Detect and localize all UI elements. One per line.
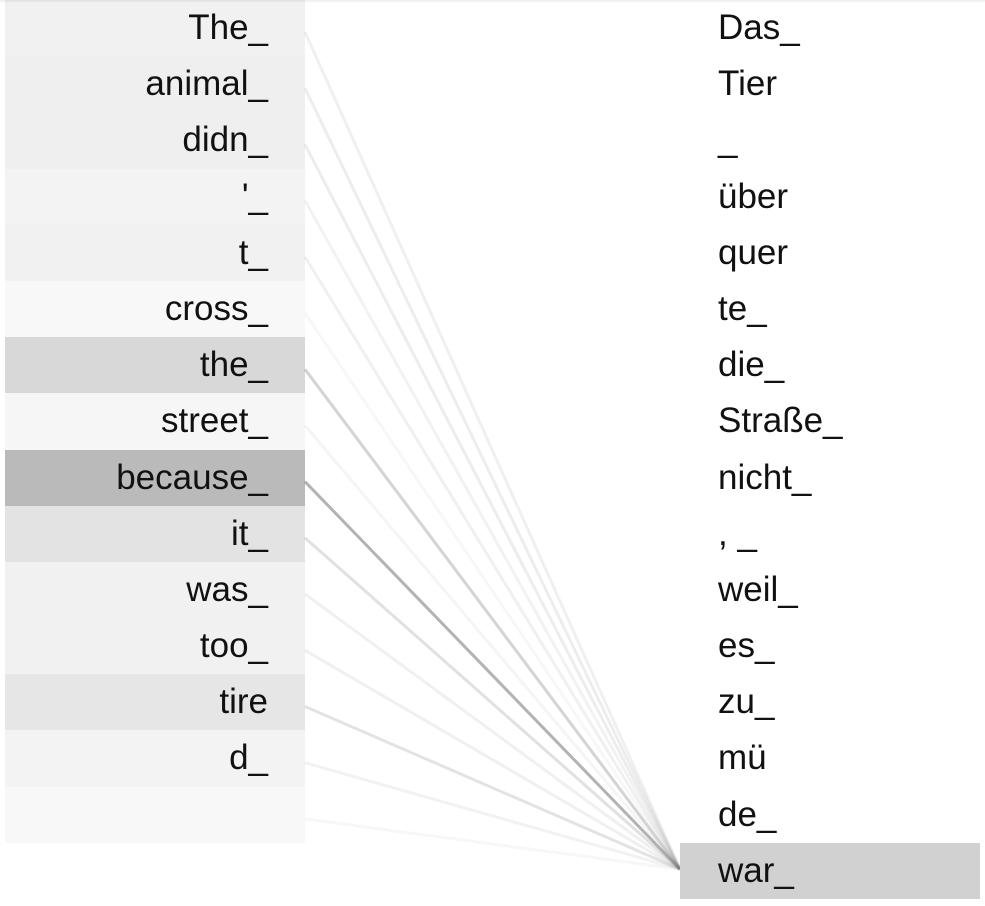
source-token[interactable]: d_ [5,730,305,787]
target-token-selected[interactable]: war_ [680,842,980,899]
attention-link [304,761,681,871]
source-token[interactable]: was_ [5,561,305,619]
top-divider [0,0,985,3]
attention-link [304,649,681,871]
attention-link [303,480,682,871]
source-token[interactable] [5,786,305,843]
target-token[interactable]: , _ [718,513,757,553]
target-token[interactable]: es_ [718,626,775,666]
attention-link [303,368,682,871]
attention-link [304,536,681,871]
attention-link [304,817,681,871]
source-token[interactable]: tire [5,674,305,731]
source-token[interactable]: street_ [5,393,305,450]
attention-link [304,592,681,871]
attention-link [303,143,682,870]
target-token[interactable]: Straße_ [718,401,843,441]
attention-link [304,705,681,871]
target-token[interactable]: mü [718,738,767,778]
target-token[interactable]: weil_ [718,569,798,609]
target-token[interactable]: _ [718,120,738,160]
source-token[interactable]: t_ [5,224,305,281]
attention-link [303,256,682,870]
target-token-column: Das_ Tier _ über quer te_ die_ Straße_ nicht_ , _… [680,0,980,899]
source-token-column: The_animal_didn_'_t_cross_the_street_bec… [5,0,305,843]
target-token[interactable]: te_ [718,288,767,328]
target-token[interactable]: zu_ [718,682,775,722]
source-token[interactable]: because_ [5,449,305,506]
attention-link [303,199,682,870]
source-token[interactable]: it_ [5,505,305,562]
source-token[interactable]: didn_ [5,112,305,169]
source-token[interactable]: cross_ [5,280,305,338]
source-token[interactable]: animal_ [5,56,305,113]
attention-link [303,31,682,870]
attention-link [303,87,682,870]
target-token[interactable]: die_ [718,345,785,385]
target-token[interactable]: nicht_ [718,457,812,497]
target-token[interactable]: Das_ [718,8,800,47]
source-token[interactable]: the_ [5,337,305,394]
source-token[interactable]: '_ [5,168,305,225]
attention-link [303,424,682,871]
target-token[interactable]: Tier [718,64,777,104]
attention-link [303,312,682,870]
source-token[interactable]: too_ [5,618,305,675]
target-token[interactable]: quer [718,232,789,272]
target-token[interactable]: de_ [718,794,777,834]
target-token[interactable]: über [718,176,789,216]
source-token[interactable]: The_ [5,0,305,57]
